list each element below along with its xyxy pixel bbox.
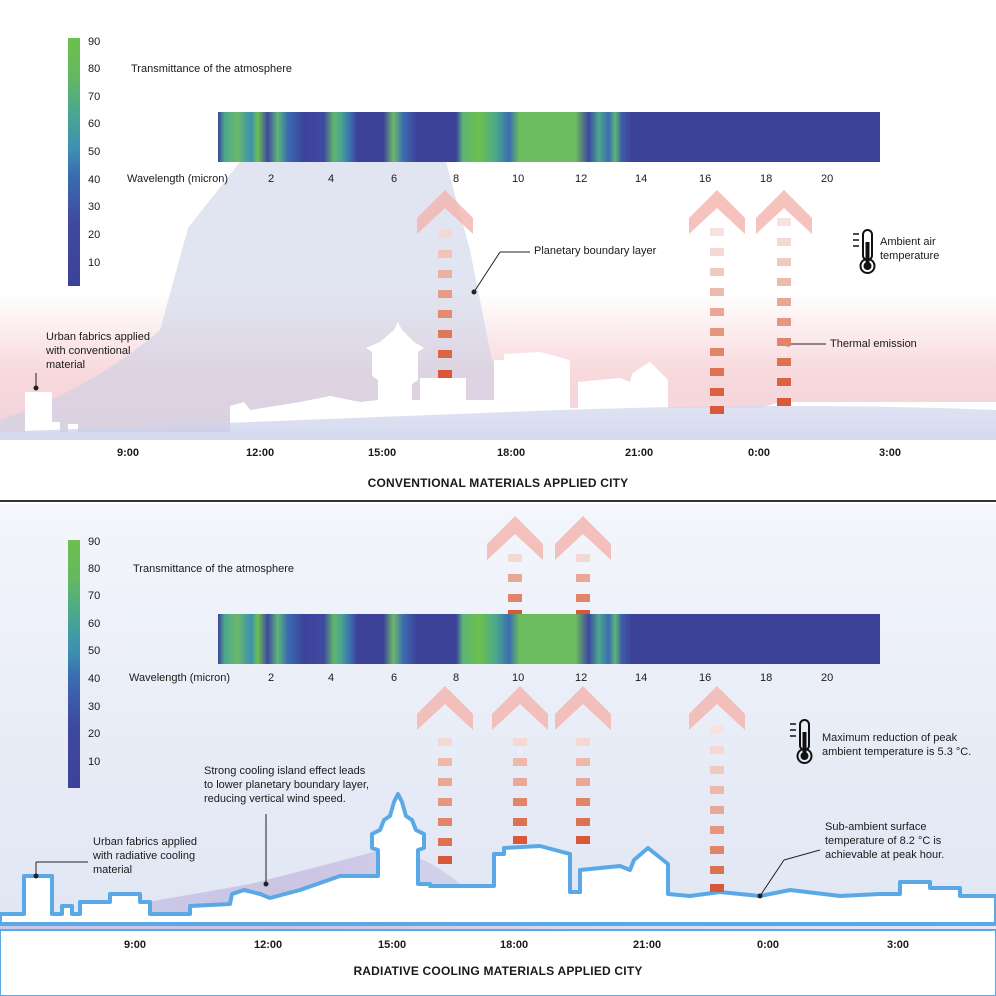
wavelength-tick: 6 <box>391 672 398 684</box>
wavelength-tick: 12 <box>575 173 588 185</box>
time-label: 15:00 <box>378 939 407 951</box>
colorbar <box>68 540 80 788</box>
wavelength-tick: 4 <box>328 672 335 684</box>
thermal-emission-label: Thermal emission <box>830 338 917 350</box>
panel-title: RADIATIVE COOLING MATERIALS APPLIED CITY <box>353 964 643 978</box>
time-label: 12:00 <box>246 447 275 459</box>
max-reduction-label: Maximum reduction of peak ambient temper… <box>822 732 972 758</box>
radiative-cooling-panel: 90 80 70 60 50 40 30 20 10 Transmittance… <box>0 504 996 996</box>
thermal-emission-arrow <box>756 190 812 406</box>
wavelength-tick: 8 <box>453 672 460 684</box>
wavelength-tick: 2 <box>268 173 275 185</box>
wavelength-tick: 4 <box>328 173 335 185</box>
thermal-emission-arrow <box>492 686 548 844</box>
planetary-boundary-layer <box>0 112 996 438</box>
cooling-island-label: Strong cooling island effect leads to lo… <box>204 765 370 805</box>
colorbar-tick: 60 <box>88 618 101 630</box>
time-label: 0:00 <box>757 939 780 951</box>
time-label: 21:00 <box>625 447 654 459</box>
wavelength-tick: 18 <box>760 173 773 185</box>
colorbar-tick: 50 <box>88 645 101 657</box>
colorbar-tick: 10 <box>88 756 101 768</box>
colorbar-tick: 60 <box>88 118 101 130</box>
planetary-boundary-label: Planetary boundary layer <box>534 245 657 257</box>
colorbar-tick: 40 <box>88 174 101 186</box>
wavelength-tick: 14 <box>635 672 648 684</box>
thermometer-icon <box>853 229 876 274</box>
colorbar-tick: 50 <box>88 146 101 158</box>
wavelength-tick: 12 <box>575 672 588 684</box>
wavelength-tick: 10 <box>512 173 525 185</box>
wavelength-tick: 6 <box>391 173 398 185</box>
conventional-panel: 90 80 70 60 50 40 30 20 10 Transmittance… <box>0 36 996 490</box>
thermal-emission-arrow <box>417 686 473 864</box>
sub-ambient-label: Sub-ambient surface temperature of 8.2 °… <box>825 821 945 861</box>
urban-fabric-label: Urban fabrics applied with radiative coo… <box>93 836 197 876</box>
wavelength-tick: 16 <box>699 672 712 684</box>
time-label: 3:00 <box>887 939 910 951</box>
colorbar-tick: 90 <box>88 536 101 548</box>
time-label: 12:00 <box>254 939 283 951</box>
colorbar-tick: 90 <box>88 36 101 48</box>
wavelength-tick: 20 <box>821 173 834 185</box>
wavelength-label: Wavelength (micron) <box>129 672 231 684</box>
time-label: 18:00 <box>500 939 529 951</box>
thermal-emission-arrow <box>555 516 611 616</box>
transmittance-label: Transmittance of the atmosphere <box>133 563 295 575</box>
radiative-scene <box>0 792 996 996</box>
transmittance-spectrum <box>218 112 880 162</box>
wavelength-tick: 20 <box>821 672 834 684</box>
colorbar-tick: 70 <box>88 91 101 103</box>
thermal-emission-arrow <box>689 190 745 414</box>
colorbar-tick: 80 <box>88 563 101 575</box>
ambient-air-label: Ambient air temperature <box>880 236 940 262</box>
colorbar-tick: 10 <box>88 257 101 269</box>
ground <box>0 406 996 440</box>
transmittance-spectrum <box>218 614 880 664</box>
wavelength-label: Wavelength (micron) <box>127 173 229 185</box>
time-label: 18:00 <box>497 447 526 459</box>
colorbar-tick: 30 <box>88 701 101 713</box>
thermometer-icon <box>790 719 813 764</box>
colorbar-tick: 70 <box>88 590 101 602</box>
colorbar <box>68 38 80 286</box>
time-label: 15:00 <box>368 447 397 459</box>
time-label: 21:00 <box>633 939 662 951</box>
thermal-emission-arrow <box>689 686 745 892</box>
colorbar-tick: 30 <box>88 201 101 213</box>
time-label: 9:00 <box>124 939 147 951</box>
panel-title: CONVENTIONAL MATERIALS APPLIED CITY <box>367 476 629 490</box>
thermal-emission-arrow <box>487 516 543 616</box>
wavelength-tick: 8 <box>453 173 460 185</box>
colorbar-tick: 80 <box>88 63 101 75</box>
city-silhouette-cooled <box>0 792 996 926</box>
wavelength-tick: 14 <box>635 173 648 185</box>
conventional-scene <box>0 112 996 440</box>
thermal-emission-arrow <box>417 190 473 378</box>
wavelength-tick: 2 <box>268 672 275 684</box>
ground-strip <box>0 929 996 996</box>
time-label: 3:00 <box>879 447 902 459</box>
colorbar-tick: 20 <box>88 229 101 241</box>
panel-divider <box>0 500 996 502</box>
transmittance-label: Transmittance of the atmosphere <box>131 63 293 75</box>
wavelength-tick: 18 <box>760 672 773 684</box>
urban-fabric-label: Urban fabrics applied with conventional … <box>46 331 150 371</box>
wavelength-tick: 10 <box>512 672 525 684</box>
colorbar-tick: 20 <box>88 728 101 740</box>
time-label: 9:00 <box>117 447 140 459</box>
colorbar-tick: 40 <box>88 673 101 685</box>
thermal-emission-arrow <box>555 686 611 844</box>
time-label: 0:00 <box>748 447 771 459</box>
wavelength-tick: 16 <box>699 173 712 185</box>
